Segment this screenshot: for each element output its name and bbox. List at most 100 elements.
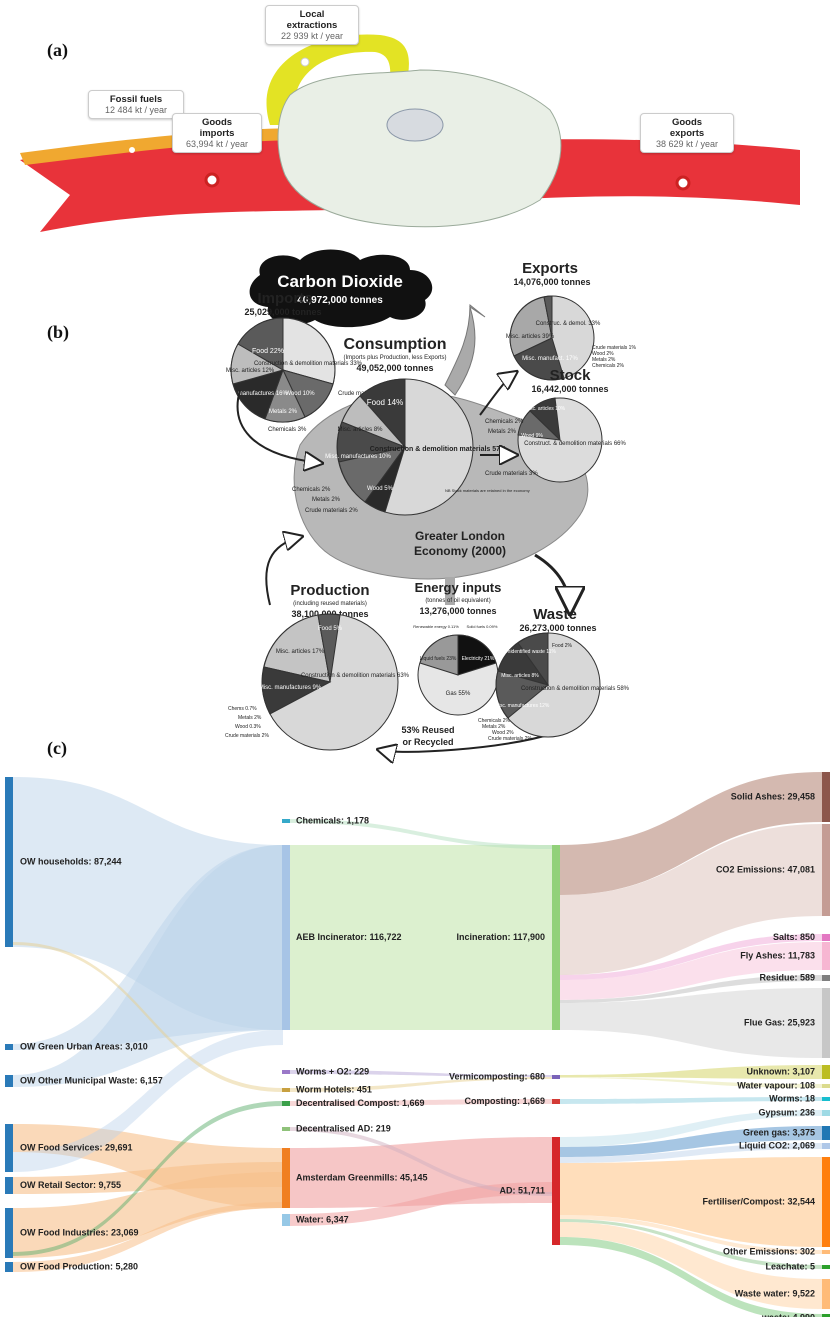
energy-slice-gas: Gas 55% (446, 691, 471, 697)
output-node-13[interactable] (822, 1250, 830, 1254)
goods-exports-value: 38 629 kt / year (655, 139, 719, 149)
link-incinerator-to-incineration (290, 845, 552, 1030)
local-extractions-label-1: Local (299, 9, 325, 20)
energy-slice-renewable: Renewable energy 0.11% (413, 624, 459, 629)
process-label-3: AD: 51,711 (499, 1185, 545, 1195)
co2-cloud (249, 249, 433, 328)
consumption-slice-construction: Construction & demolition materials 57% (370, 446, 507, 453)
middle-node-2[interactable] (282, 1070, 290, 1074)
middle-label-3: Worm Hotels: 451 (296, 1084, 372, 1094)
middle-node-5[interactable] (282, 1127, 290, 1131)
source-node-5[interactable] (5, 1208, 13, 1258)
imports-slice-construction: Construction & demolition materials 33% (254, 361, 363, 367)
energy-slice-solid: Solid fuels 0.09% (467, 624, 498, 629)
link-to-other-emissions (560, 1215, 822, 1254)
link-decentral-ad-to-ad (290, 1127, 552, 1196)
output-node-7[interactable] (822, 1084, 830, 1088)
source-label-2: OW Other Municipal Waste: 6,157 (20, 1075, 163, 1085)
production-note-crude: Crude materials 2% (225, 733, 269, 739)
goods-exports-label-1: Goods (671, 117, 703, 128)
output-node-0[interactable] (822, 772, 830, 822)
stock-title: Stock (550, 367, 592, 384)
process-label-2: Composting: 1,669 (464, 1096, 545, 1106)
output-node-14[interactable] (822, 1265, 830, 1269)
waste-slice-misc-manuf: Misc. manufactures 12% (495, 703, 550, 709)
output-node-8[interactable] (822, 1097, 830, 1101)
imports-slice-metals: Metals 2% (269, 409, 298, 415)
output-node-10[interactable] (822, 1126, 830, 1140)
middle-node-6[interactable] (282, 1148, 290, 1208)
middle-node-0[interactable] (282, 819, 290, 823)
source-label-3: OW Food Services: 29,691 (20, 1142, 133, 1152)
output-label-9: Gypsum: 236 (758, 1107, 815, 1117)
source-node-1[interactable] (5, 1044, 13, 1050)
source-node-3[interactable] (5, 1124, 13, 1172)
middle-label-0: Chemicals: 1,178 (296, 815, 369, 825)
panel-a-flow-map (20, 34, 800, 232)
exports-note-wood: Wood 2% (592, 351, 614, 357)
waste-note-wood: Wood 2% (492, 730, 514, 736)
link-to-waste (560, 1237, 822, 1317)
consumption-slice-misc-manuf: Misc. manufactures 10% (325, 454, 391, 460)
middle-node-4[interactable] (282, 1101, 290, 1106)
process-node-0[interactable] (552, 845, 560, 1030)
arrow-economy-to-waste (534, 553, 570, 610)
middle-node-1[interactable] (282, 845, 290, 1030)
arrow-imports-to-consumption (236, 389, 320, 463)
source-label-1: OW Green Urban Areas: 3,010 (20, 1041, 148, 1051)
link-to-salts (560, 934, 822, 980)
production-pie (261, 613, 399, 751)
goods-imports-callout: Goods imports 63,994 kt / year (172, 113, 262, 153)
link-water-to-ad (290, 1182, 552, 1226)
link-to-solid-ashes (560, 772, 822, 895)
energy-slice-electricity: Electricity 21% (462, 656, 495, 662)
process-node-3[interactable] (552, 1137, 560, 1245)
imports-slice-misc-articles: Misc. articles 12% (226, 368, 275, 374)
local-extraction-band (266, 34, 409, 125)
local-extractions-label-2: extractions (286, 20, 338, 31)
imports-title: Imports (257, 290, 312, 307)
output-node-4[interactable] (822, 975, 830, 981)
output-label-6: Unknown: 3,107 (746, 1066, 815, 1076)
production-slice-food: Food 5% (318, 626, 343, 632)
link-chemicals-to-incineration (290, 819, 552, 849)
output-node-5[interactable] (822, 988, 830, 1058)
imports-slice-wood: Wood 10% (285, 391, 315, 397)
middle-node-7[interactable] (282, 1214, 290, 1226)
exports-value: 14,076,000 tonnes (513, 277, 590, 287)
output-node-16[interactable] (822, 1314, 830, 1317)
output-node-3[interactable] (822, 942, 830, 970)
source-node-6[interactable] (5, 1262, 13, 1272)
output-node-1[interactable] (822, 824, 830, 916)
waste-slice-misc-articles: Misc. articles 8% (501, 673, 539, 679)
middle-label-5: Decentralised AD: 219 (296, 1123, 391, 1133)
co2-value: 40,972,000 tonnes (297, 295, 383, 306)
imports-slice-misc-manuf: Misc. manufactures 16% (222, 391, 288, 397)
middle-node-3[interactable] (282, 1088, 290, 1092)
middle-label-2: Worms + O2: 229 (296, 1066, 369, 1076)
exports-title: Exports (522, 260, 578, 277)
production-note-chems: Chems 0.7% (228, 706, 257, 712)
output-node-6[interactable] (822, 1065, 830, 1079)
exports-slice-misc-manuf: Misc. manufact. 17% (522, 356, 578, 362)
source-label-4: OW Retail Sector: 9,755 (20, 1180, 121, 1190)
local-extractions-callout: Local extractions 22 939 kt / year (265, 5, 359, 45)
process-node-2[interactable] (552, 1099, 560, 1104)
imports-marker (204, 172, 220, 188)
output-node-9[interactable] (822, 1110, 830, 1116)
process-label-1: Vermicomposting: 680 (449, 1071, 545, 1081)
output-node-15[interactable] (822, 1279, 830, 1309)
output-node-11[interactable] (822, 1143, 830, 1149)
stock-note-crude: Crude materials 3% (485, 471, 538, 477)
panel-b-london-diagram: Carbon Dioxide 40,972,000 tonnes Imports… (222, 249, 636, 765)
economy-label-2: Economy (2000) (414, 544, 506, 558)
output-node-12[interactable] (822, 1157, 830, 1247)
process-node-1[interactable] (552, 1075, 560, 1079)
fossil-fuels-value: 12 484 kt / year (104, 105, 168, 115)
source-node-4[interactable] (5, 1177, 13, 1194)
source-node-2[interactable] (5, 1075, 13, 1087)
source-node-0[interactable] (5, 777, 13, 947)
output-node-2[interactable] (822, 934, 830, 941)
stock-note-metals: Metals 2% (488, 429, 517, 435)
